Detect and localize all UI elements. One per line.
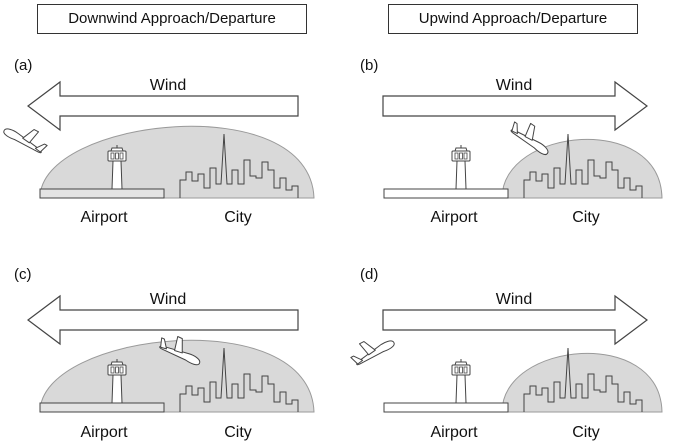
airplane-icon xyxy=(346,328,397,368)
airplane-icon xyxy=(1,116,52,156)
wind-arrow-icon xyxy=(27,294,299,346)
city-skyline-icon xyxy=(523,347,643,412)
control-tower-icon xyxy=(451,144,471,190)
pollution-plume xyxy=(501,139,663,199)
wind-label: Wind xyxy=(150,77,186,94)
pollution-plume xyxy=(501,353,663,413)
panel-a: Wind Airport City xyxy=(1,77,315,226)
wind-arrow-icon xyxy=(27,80,299,132)
panel-c: Wind Airport City xyxy=(27,291,315,441)
airport-label: Airport xyxy=(80,424,128,441)
wind-arrow-icon xyxy=(382,294,648,346)
airport-label: Airport xyxy=(430,209,478,226)
wind-arrow-icon xyxy=(382,80,648,132)
panel-a-label: (a) xyxy=(14,57,33,74)
runway xyxy=(39,188,165,199)
panel-b: Wind Airport City xyxy=(382,77,663,226)
city-label: City xyxy=(572,424,600,441)
panel-c-label: (c) xyxy=(14,266,32,283)
wind-label: Wind xyxy=(496,77,532,94)
wind-label: Wind xyxy=(150,291,186,308)
runway xyxy=(39,402,165,413)
panel-b-label: (b) xyxy=(360,57,379,74)
runway xyxy=(383,402,509,413)
airport-label: Airport xyxy=(430,424,478,441)
wind-label: Wind xyxy=(496,291,532,308)
city-skyline-icon xyxy=(179,347,299,412)
runway xyxy=(383,188,509,199)
airport-label: Airport xyxy=(80,209,128,226)
city-label: City xyxy=(572,209,600,226)
header-downwind: Downwind Approach/Departure xyxy=(37,4,307,34)
pollution-plume xyxy=(39,339,315,413)
city-label: City xyxy=(224,209,252,226)
city-skyline-icon xyxy=(523,133,643,198)
control-tower-icon xyxy=(451,358,471,404)
panel-d: Wind Airport City xyxy=(346,291,663,441)
pollution-plume xyxy=(39,125,315,199)
header-upwind: Upwind Approach/Departure xyxy=(388,4,638,34)
panel-d-label: (d) xyxy=(360,266,379,283)
city-label: City xyxy=(224,424,252,441)
city-skyline-icon xyxy=(179,133,299,198)
